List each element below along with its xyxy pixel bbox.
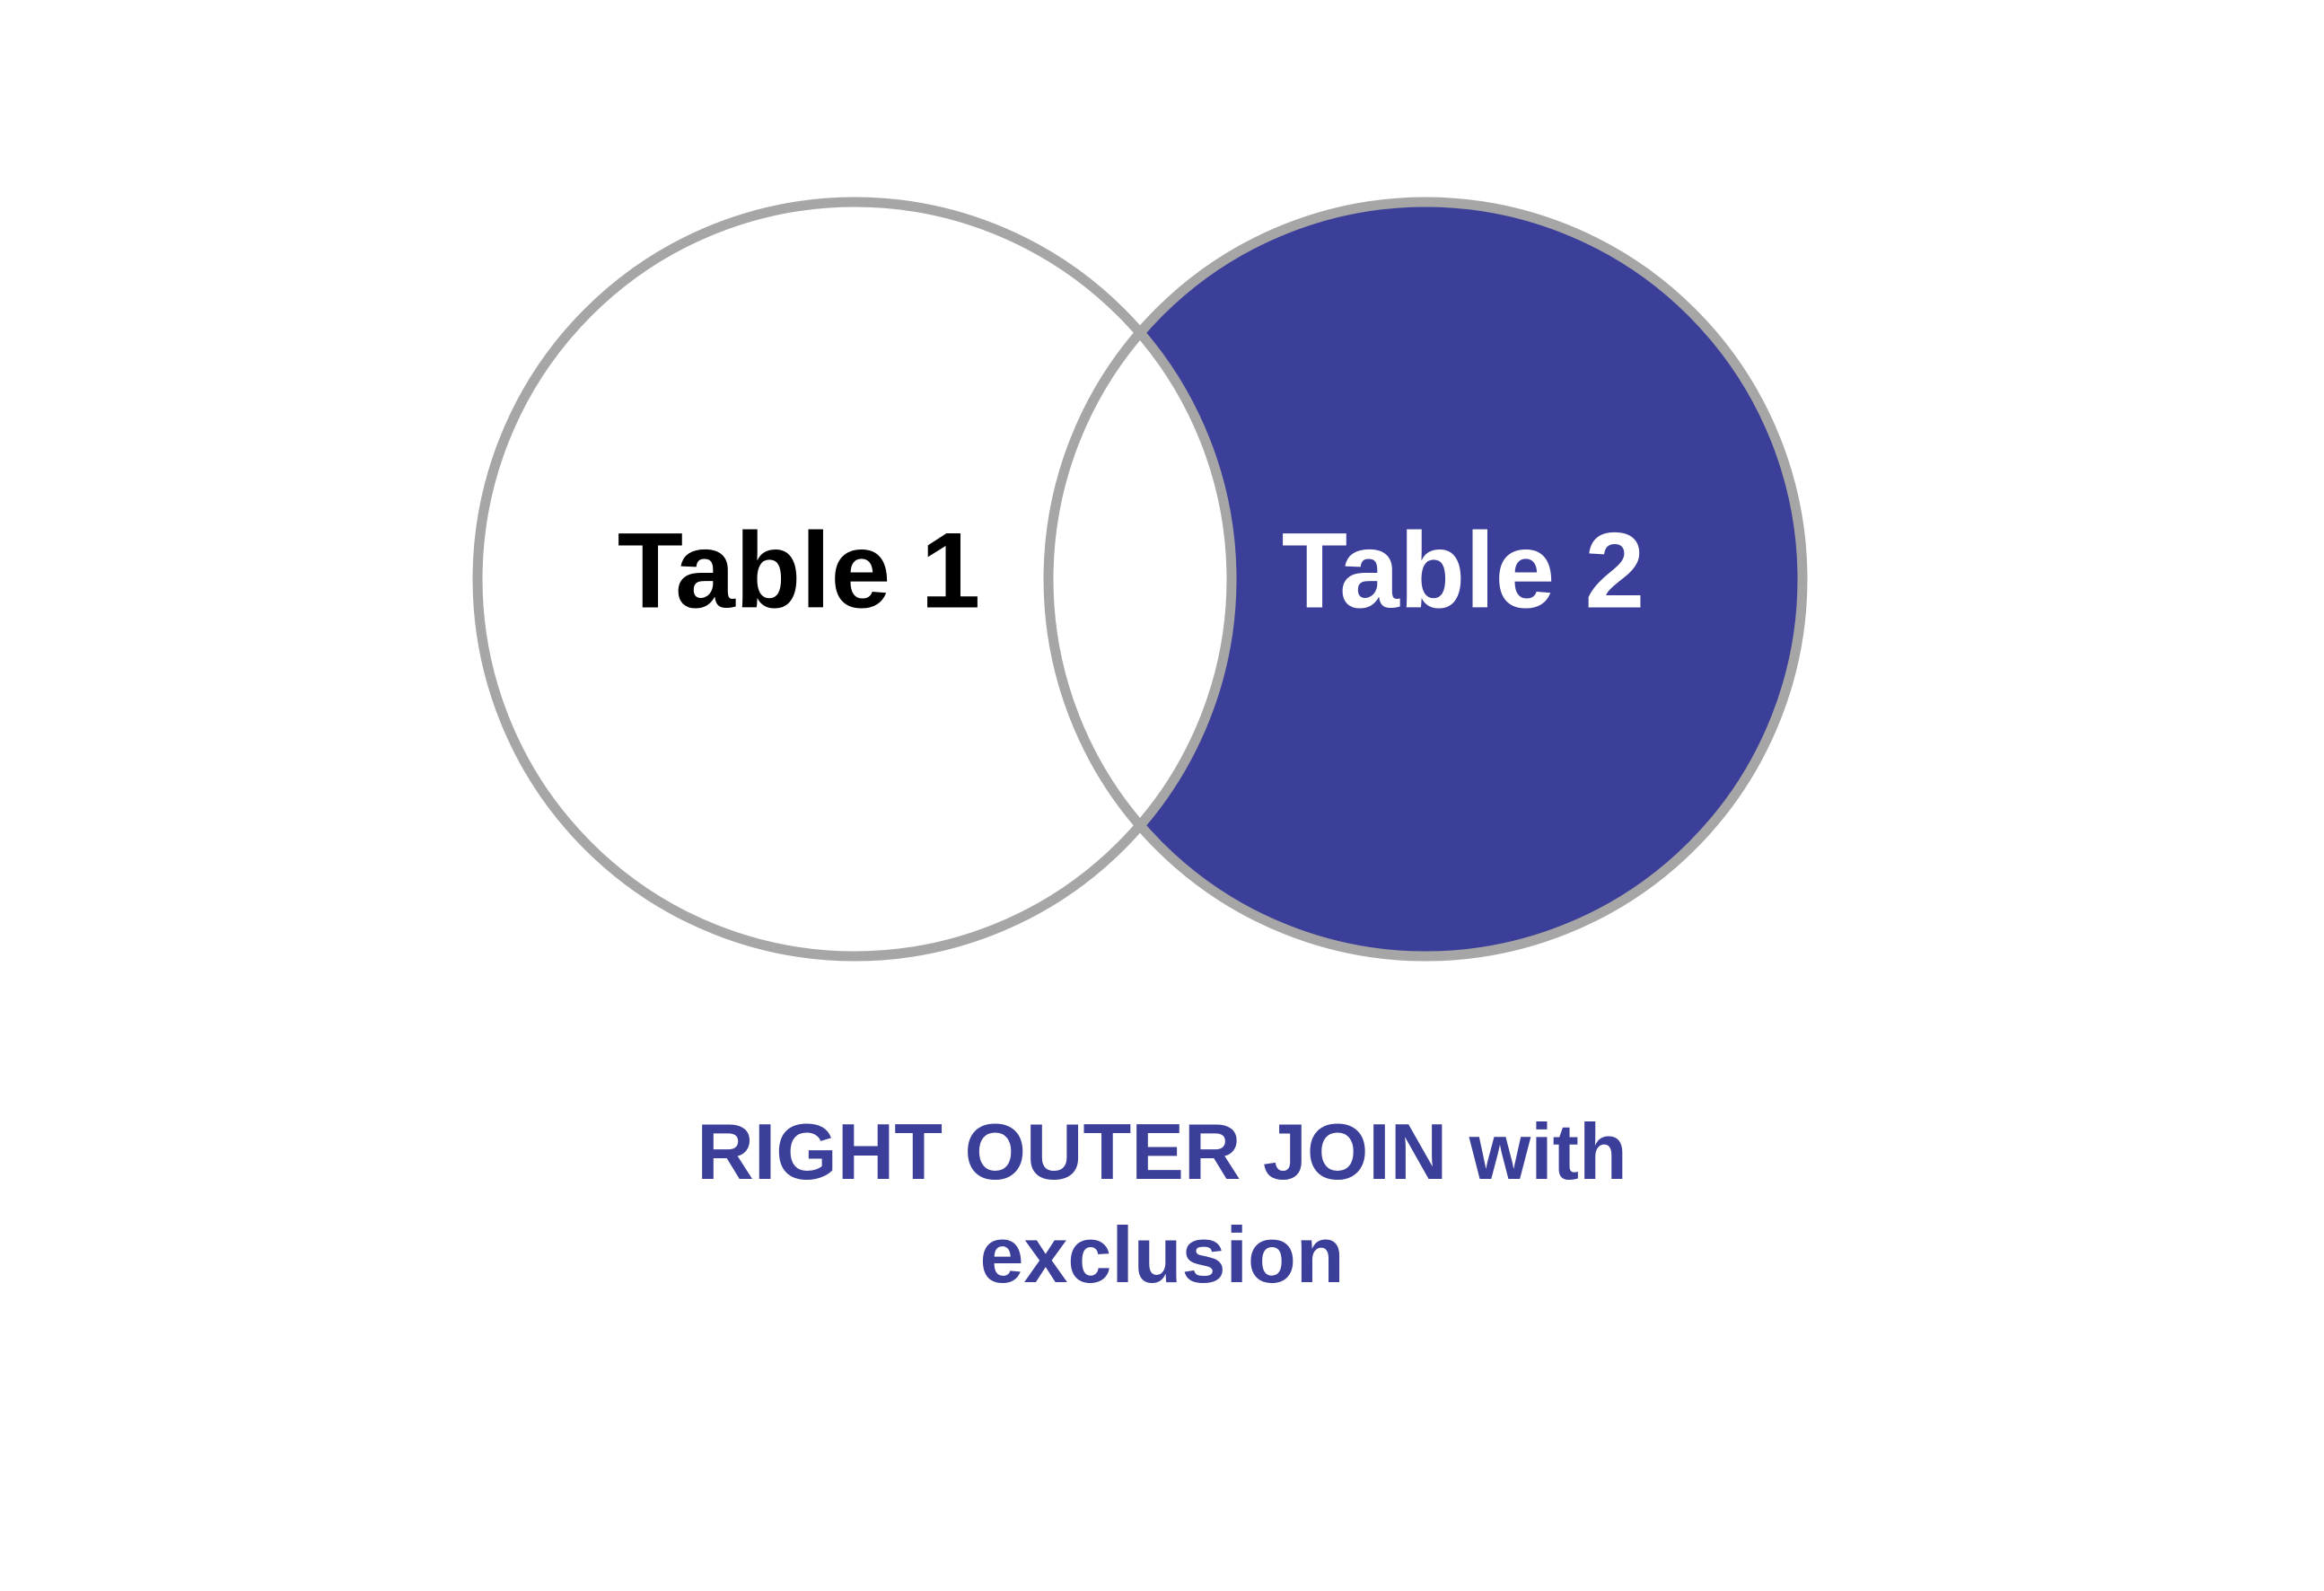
table-1-circle: [472, 197, 1237, 962]
caption-line-1: RIGHT OUTER JOIN with: [697, 1107, 1627, 1196]
table-1-label: Table 1: [618, 511, 981, 631]
caption-line-2: exclusion: [979, 1210, 1345, 1299]
table-2-circle: [1043, 197, 1808, 962]
join-type-caption: RIGHT OUTER JOIN with exclusion: [0, 1100, 2324, 1306]
table-2-circle-fill: [1048, 202, 1802, 956]
table-2-label: Table 2: [1282, 511, 1645, 631]
